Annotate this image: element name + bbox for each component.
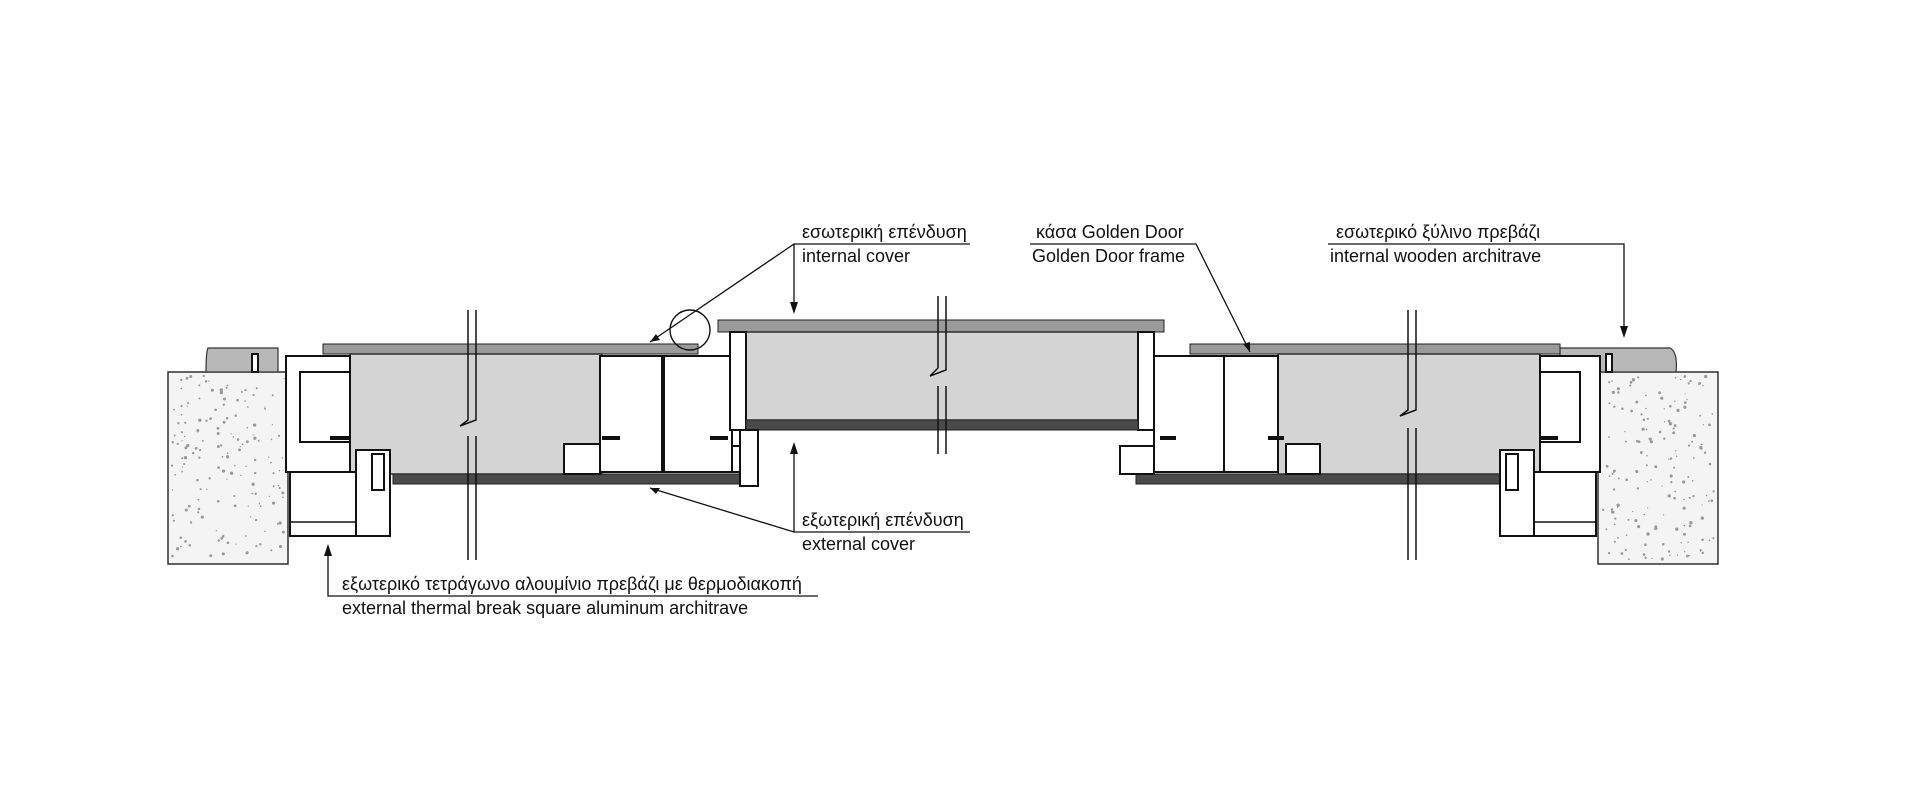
wooden-architrave-label-en: internal wooden architrave [1330,246,1541,266]
left-frame-assembly [285,310,759,560]
left-leaf-profile-b [663,355,733,473]
right-leaf-profile-a [1153,355,1225,473]
internal-cover-label-gr: εσωτερική επένδυση [802,222,967,242]
frame-label-gr: κάσα Golden Door [1036,222,1184,242]
leader-lines [324,243,1628,597]
right-frame-assembly [1119,310,1601,560]
frame-label-en: Golden Door frame [1032,246,1185,266]
internal-cover-label-en: internal cover [802,246,910,266]
external-cover-label-en: external cover [802,534,915,554]
center-door-leaf [669,296,1165,487]
right-leaf-profile-b [1223,355,1279,473]
leaf-internal-cover [717,319,1165,333]
right-wall [1597,371,1719,565]
external-cover-label-gr: εξωτερική επένδυση [802,510,964,530]
right-architrave-clip [1605,353,1613,373]
left-bottom-cover [392,473,759,485]
left-wooden-architrave [205,347,279,373]
leaf-external-cover [745,419,1139,431]
left-leaf-profile-a [599,355,663,473]
aluminum-architrave-label-gr: εξωτερικό τετράγωνο αλουμίνιο πρεβάζι με… [342,574,802,594]
annotation-labels: εσωτερική επένδυση internal cover κάσα G… [342,222,1541,618]
right-bottom-cover [1135,473,1501,485]
wooden-architrave-label-gr: εσωτερικό ξύλινο πρεβάζι [1336,222,1540,242]
left-top-cover [322,343,699,355]
left-wall [167,371,289,565]
left-architrave-clip [251,353,259,373]
aluminum-architrave-label-en: external thermal break square aluminum a… [342,598,748,618]
